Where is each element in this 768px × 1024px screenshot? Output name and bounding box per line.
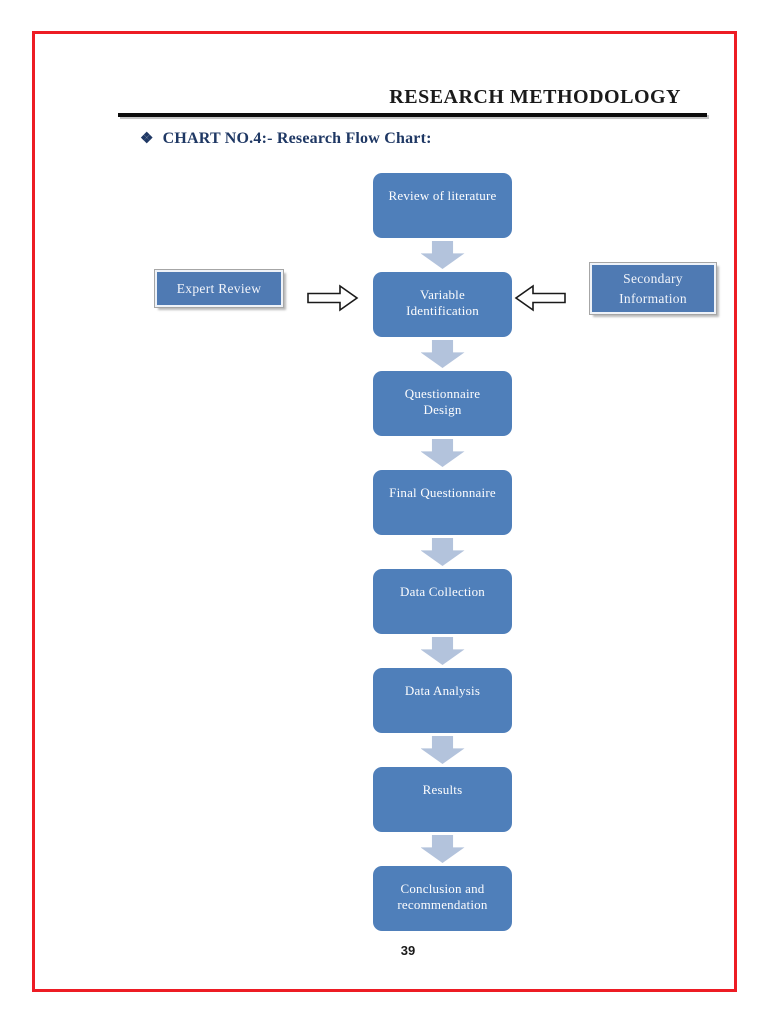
down-arrow-icon xyxy=(420,340,465,368)
flow-node-data-collection: Data Collection xyxy=(373,569,512,634)
right-block-arrow-icon xyxy=(307,284,359,312)
flowchart: Review of literature Variable Identifica… xyxy=(373,173,512,931)
flow-node-results: Results xyxy=(373,767,512,832)
down-arrow-icon xyxy=(420,736,465,764)
chart-heading: ❖ CHART NO.4:- Research Flow Chart: xyxy=(140,129,432,148)
flow-node-review-of-literature: Review of literature xyxy=(373,173,512,238)
down-arrow-icon xyxy=(420,439,465,467)
flow-node-questionnaire-design: Questionnaire Design xyxy=(373,371,512,436)
diamond-bullet-icon: ❖ xyxy=(140,131,154,147)
flow-node-variable-identification: Variable Identification xyxy=(373,272,512,337)
flow-node-conclusion-and-recommendation: Conclusion and recommendation xyxy=(373,866,512,931)
flow-node-data-analysis: Data Analysis xyxy=(373,668,512,733)
page-header-title: RESEARCH METHODOLOGY xyxy=(389,86,681,108)
page-number: 39 xyxy=(400,943,416,958)
page-border-frame xyxy=(32,31,737,992)
flow-node-final-questionnaire: Final Questionnaire xyxy=(373,470,512,535)
side-box-expert-review: Expert Review xyxy=(154,269,284,308)
side-box-secondary-information: Secondary Information xyxy=(589,262,717,315)
down-arrow-icon xyxy=(420,538,465,566)
down-arrow-icon xyxy=(420,637,465,665)
chart-heading-text: CHART NO.4:- Research Flow Chart: xyxy=(162,130,432,147)
down-arrow-icon xyxy=(420,241,465,269)
left-block-arrow-icon xyxy=(514,284,566,312)
header-rule xyxy=(118,113,707,117)
down-arrow-icon xyxy=(420,835,465,863)
